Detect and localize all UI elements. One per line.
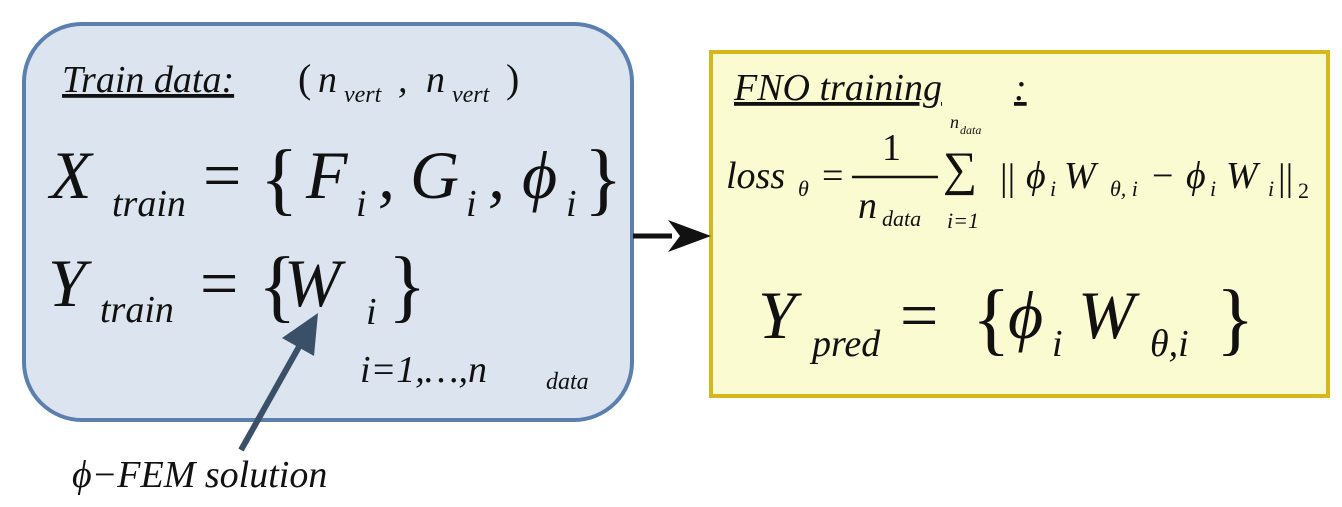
loss-word: loss xyxy=(726,155,785,197)
ypred-brace-open: { xyxy=(972,275,1010,363)
sum-lower: i=1 xyxy=(947,208,979,233)
x-term-g: G xyxy=(410,137,459,213)
sum-upper-n: n xyxy=(950,112,959,132)
norm-phi-1-index: i xyxy=(1050,176,1056,201)
index-range: i=1,…,n data xyxy=(360,349,589,395)
x-train-equation: X train = { F i , G i , ϕ i } xyxy=(47,135,622,225)
train-data-title: Train data xyxy=(62,59,221,101)
train-data-box xyxy=(22,22,634,422)
norm-w-2-index: i xyxy=(1268,176,1274,201)
dims-n1: n xyxy=(318,59,337,101)
ypred-brace-close: } xyxy=(1216,275,1254,363)
loss-equation: loss θ = 1 n data ∑ n data i=1 || ϕ i W … xyxy=(726,112,1309,233)
fem-pointer-arrow xyxy=(238,313,318,452)
norm-close: || xyxy=(1278,157,1293,199)
norm-w-1: W xyxy=(1064,155,1099,197)
sum-symbol: ∑ xyxy=(943,143,977,196)
ypred-sub: pred xyxy=(809,323,881,365)
frac-numerator: 1 xyxy=(882,127,901,169)
x-term-g-index: i xyxy=(466,183,477,225)
norm-open: || xyxy=(1000,157,1015,199)
loss-equals: = xyxy=(822,155,843,197)
fno-training-title-line: FNO training : xyxy=(733,67,1027,109)
svg-text:Train data:: Train data: xyxy=(62,59,234,101)
train-data-colon: : xyxy=(221,59,234,101)
x-train-var: X xyxy=(47,137,94,213)
index-range-text: i=1,…,n xyxy=(360,349,487,391)
x-term-phi-index: i xyxy=(566,183,577,225)
index-range-sub: data xyxy=(546,369,589,395)
dims-n2: n xyxy=(426,59,445,101)
dims-close-paren: ) xyxy=(506,56,519,101)
y-term-w-index: i xyxy=(366,291,377,333)
x-term-f: F xyxy=(305,137,349,213)
x-comma-1: , xyxy=(378,137,395,213)
x-term-phi: ϕ xyxy=(522,137,557,213)
y-term-w: W xyxy=(284,245,346,321)
frac-denominator-n: n xyxy=(858,185,877,227)
y-train-brace-close: } xyxy=(388,242,426,330)
ypred-w-sub: θ,i xyxy=(1150,323,1189,365)
svg-text:FNO training: FNO training xyxy=(733,67,942,109)
x-term-f-index: i xyxy=(356,183,367,225)
y-train-equals: = xyxy=(200,245,238,321)
y-train-equation: Y train = { W i } xyxy=(48,242,426,333)
loss-sub-theta: θ xyxy=(798,176,809,201)
norm-minus: − xyxy=(1152,155,1173,197)
x-comma-2: , xyxy=(488,137,505,213)
norm-sub-2: 2 xyxy=(1298,178,1309,203)
frac-denominator-sub: data xyxy=(882,206,921,231)
ypred-var: Y xyxy=(758,277,802,353)
connector-arrow xyxy=(633,220,711,252)
ypred-phi-index: i xyxy=(1052,323,1063,365)
dims-sub2: vert xyxy=(452,82,491,108)
norm-w-2: W xyxy=(1226,155,1261,197)
y-train-var: Y xyxy=(48,245,92,321)
x-train-brace-close: } xyxy=(584,135,622,223)
y-train-sub: train xyxy=(100,289,174,331)
ypred-phi: ϕ xyxy=(1008,277,1043,353)
x-train-sub: train xyxy=(112,183,186,225)
norm-phi-2: ϕ xyxy=(1186,155,1206,197)
x-train-equals: = xyxy=(203,137,241,213)
ypred-equals: = xyxy=(900,277,938,353)
fno-training-box xyxy=(709,50,1330,398)
fem-solution-label: ϕ−FEM solution xyxy=(72,454,327,496)
norm-w-1-sub: θ, i xyxy=(1110,176,1138,201)
dims-comma: , xyxy=(398,59,408,101)
sum-upper-sub: data xyxy=(960,123,981,137)
train-data-title-line: Train data: ( n vert , n vert ) xyxy=(62,56,519,108)
y-train-brace-open: { xyxy=(258,242,296,330)
norm-phi-2-index: i xyxy=(1210,176,1216,201)
dims-sub1: vert xyxy=(344,82,383,108)
fno-training-title: FNO training xyxy=(733,67,942,109)
ypred-w: W xyxy=(1078,277,1140,353)
x-train-brace-open: { xyxy=(260,135,298,223)
fno-training-colon: : xyxy=(1014,67,1027,109)
norm-phi-1: ϕ xyxy=(1026,155,1046,197)
ypred-equation: Y pred = { ϕ i W θ,i } xyxy=(758,275,1254,365)
dims-open-paren: ( xyxy=(298,56,311,101)
